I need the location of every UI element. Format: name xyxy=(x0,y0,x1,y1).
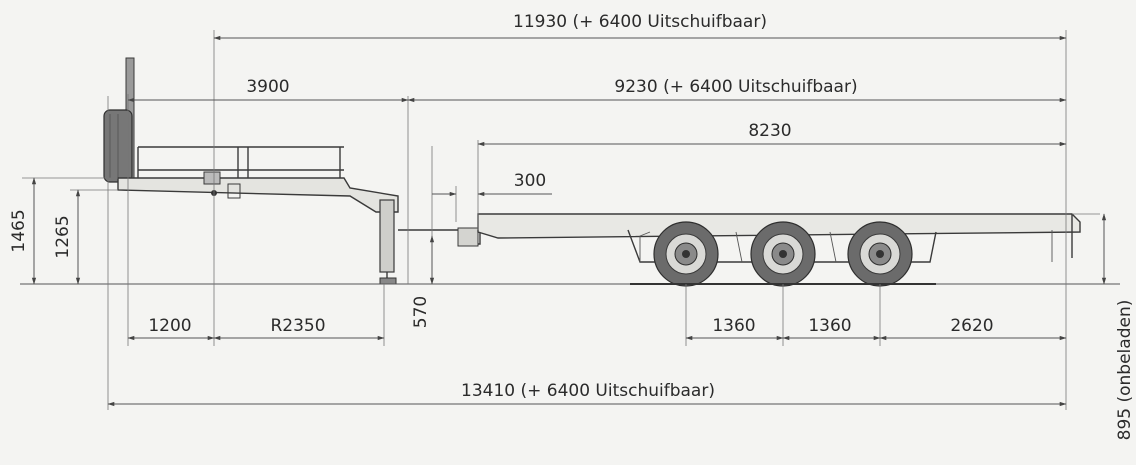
label-front-1200: 1200 xyxy=(148,316,191,336)
extension-lines xyxy=(22,30,1100,410)
label-axle-spacing-1: 1360 xyxy=(712,316,755,336)
label-ground-570: 570 xyxy=(411,296,431,328)
label-axle-spacing-2: 1360 xyxy=(808,316,851,336)
gooseneck-deck xyxy=(117,177,399,213)
label-step-offset: 300 xyxy=(514,171,546,191)
label-overall-length: 13410 (+ 6400 Uitschuifbaar) xyxy=(461,381,715,401)
label-rear-overhang: 2620 xyxy=(950,316,993,336)
label-height-1465: 1465 xyxy=(9,209,29,252)
label-radius: R2350 xyxy=(270,316,325,336)
axle-3 xyxy=(847,221,913,287)
label-gooseneck-length: 3900 xyxy=(246,77,289,97)
label-deck-height-unladen: 895 (onbeladen) xyxy=(1115,300,1135,441)
gooseneck-cage xyxy=(137,146,344,178)
axle-2 xyxy=(750,221,816,287)
dimension-lines xyxy=(31,35,1107,407)
label-height-1265: 1265 xyxy=(53,215,73,258)
trailer-silhouette xyxy=(20,57,1120,287)
label-overall-top: 11930 (+ 6400 Uitschuifbaar) xyxy=(513,12,767,32)
dimension-labels: 11930 (+ 6400 Uitschuifbaar) 3900 9230 (… xyxy=(9,12,1135,440)
label-deck-length-extendable: 9230 (+ 6400 Uitschuifbaar) xyxy=(614,77,857,97)
kingpin xyxy=(203,171,221,185)
label-deck-length: 8230 xyxy=(748,121,791,141)
axle-1 xyxy=(653,221,719,287)
